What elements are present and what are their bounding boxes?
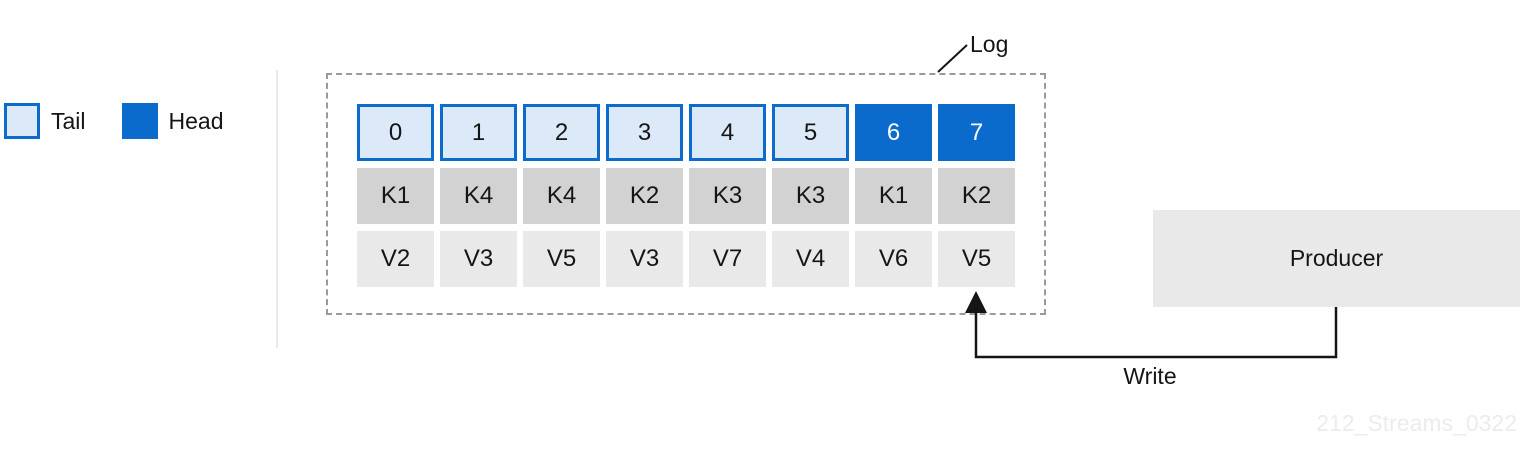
key-cell: K2 (606, 168, 683, 224)
key-cell: K2 (938, 168, 1015, 224)
value-cell: V4 (772, 231, 849, 287)
tail-label: Tail (51, 108, 86, 134)
log-label: Log (970, 31, 1009, 57)
value-cell: V5 (523, 231, 600, 287)
offset-cell: 4 (689, 104, 766, 161)
value-cell: V6 (855, 231, 932, 287)
offset-cell: 3 (606, 104, 683, 161)
key-cell: K3 (772, 168, 849, 224)
offset-cell: 0 (357, 104, 434, 161)
legend: Tail Head (4, 103, 224, 139)
offset-cell: 1 (440, 104, 517, 161)
producer-label: Producer (1289, 245, 1384, 271)
key-cell: K4 (440, 168, 517, 224)
key-cell: K1 (357, 168, 434, 224)
value-cell: V3 (606, 231, 683, 287)
value-cell: V5 (938, 231, 1015, 287)
log-leader-line (937, 44, 968, 73)
key-cell: K3 (689, 168, 766, 224)
key-cell: K4 (523, 168, 600, 224)
legend-item-tail: Tail (4, 103, 86, 139)
head-swatch-icon (121, 103, 158, 139)
head-label: Head (168, 108, 224, 134)
legend-item-head: Head (121, 103, 224, 139)
key-cell: K1 (855, 168, 932, 224)
producer-box: Producer (1153, 210, 1520, 307)
vertical-divider (276, 70, 278, 348)
watermark: 212_Streams_0322 (1316, 410, 1517, 436)
offset-cell: 5 (772, 104, 849, 161)
value-cell: V3 (440, 231, 517, 287)
log-dashed-box (326, 73, 1046, 315)
value-cell: V2 (357, 231, 434, 287)
offset-cell: 6 (855, 104, 932, 161)
tail-swatch-icon (4, 103, 40, 139)
offset-cell: 7 (938, 104, 1015, 161)
value-cell: V7 (689, 231, 766, 287)
offset-cell: 2 (523, 104, 600, 161)
write-label: Write (1123, 363, 1177, 389)
